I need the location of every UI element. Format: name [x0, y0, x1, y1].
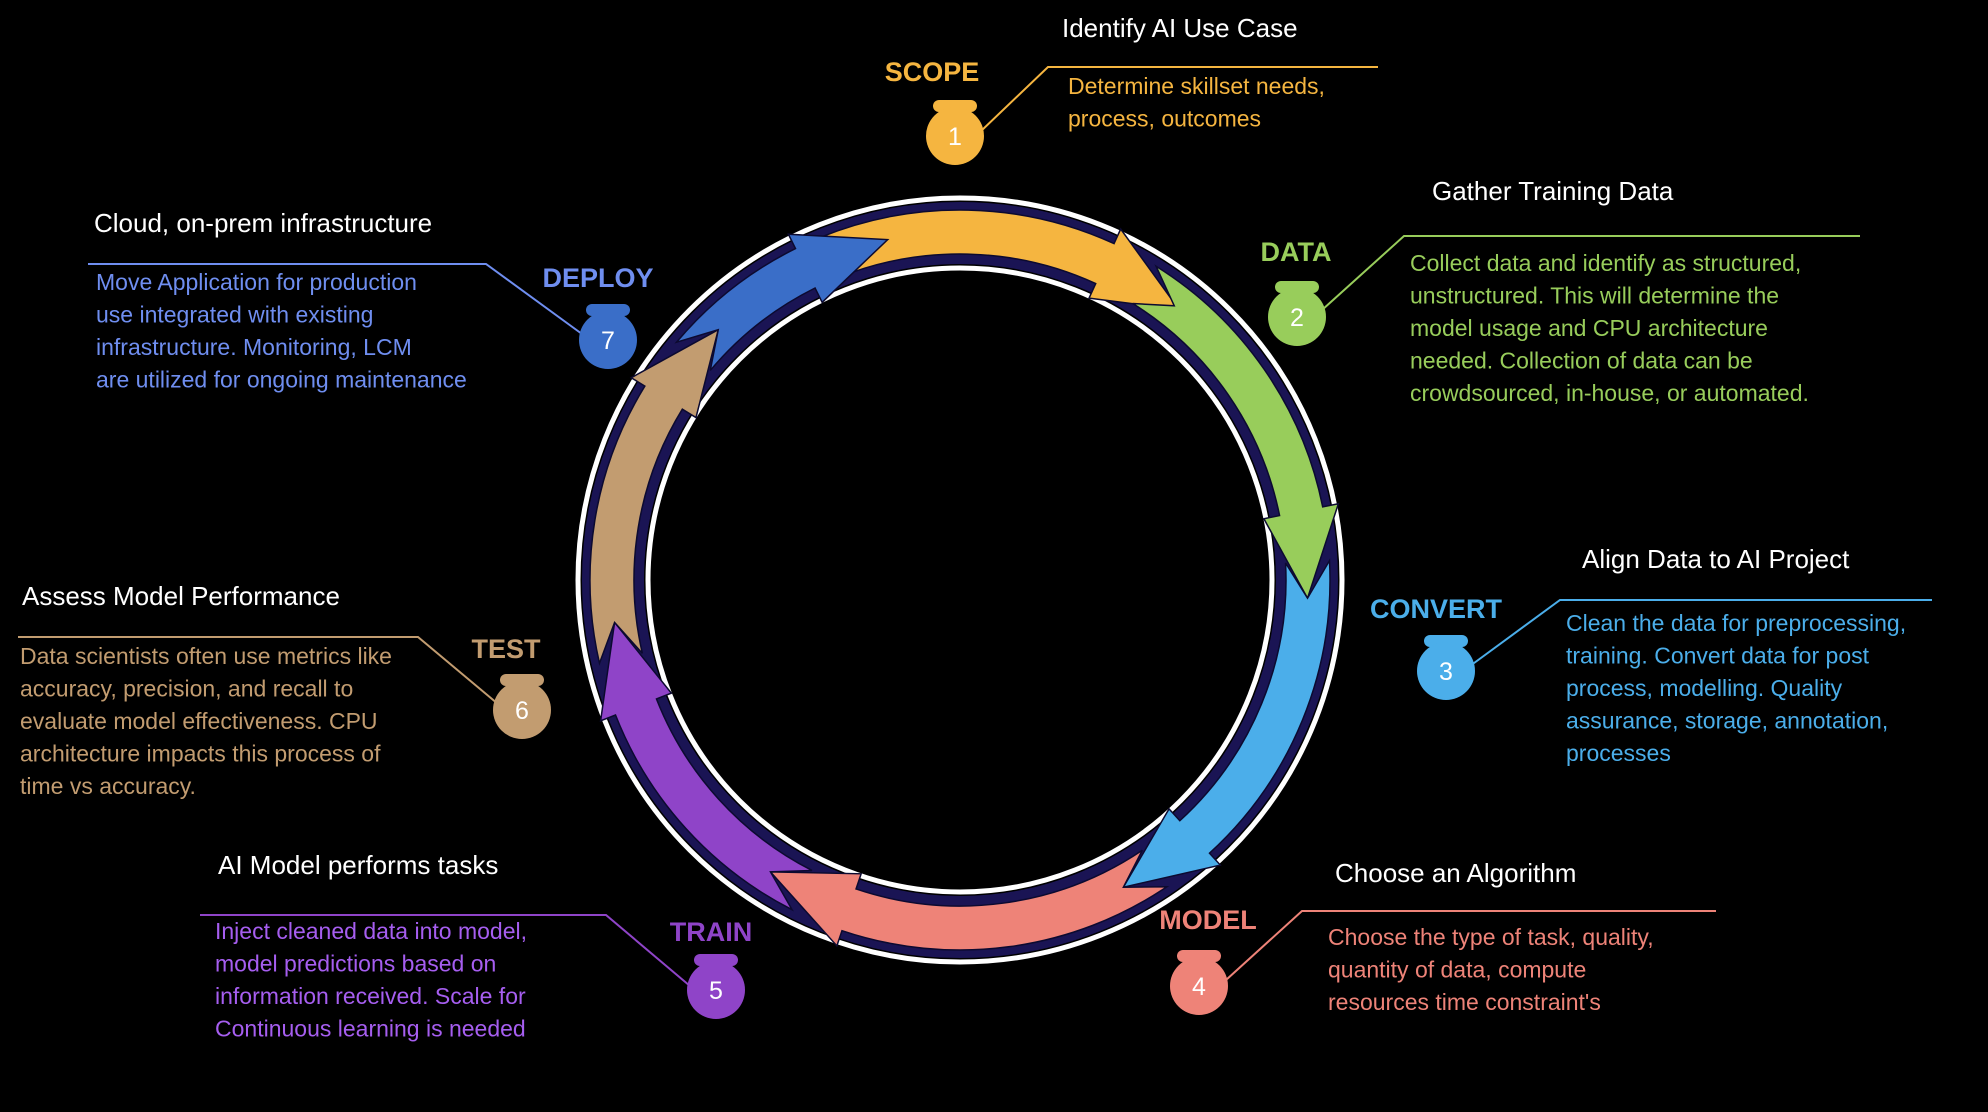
connector-deploy [88, 263, 583, 335]
stage-description-line: process, outcomes [1068, 106, 1261, 132]
badge-rim [1424, 635, 1468, 647]
badge-rim [933, 100, 977, 112]
stage-label: TEST [471, 634, 541, 664]
connector-train [200, 914, 691, 987]
cycle-arrow-data [1132, 264, 1340, 601]
badge-rim [500, 674, 544, 686]
stage-description-line: Choose the type of task, quality, [1328, 924, 1654, 950]
stage-label: DATA [1261, 237, 1332, 267]
stage-description-line: Data scientists often use metrics like [20, 643, 392, 669]
connector-lines [18, 66, 1932, 987]
stage-description-line: accuracy, precision, and recall to [20, 676, 353, 702]
stage-label: MODEL [1159, 905, 1257, 935]
cycle-arrow-test [589, 328, 720, 666]
stage-heading: Gather Training Data [1432, 176, 1674, 206]
stage-description-line: evaluate model effectiveness. CPU [20, 708, 378, 734]
stage-deploy: 7 DEPLOY Cloud, on-prem infrastructureMove… [94, 208, 654, 393]
step-number: 7 [601, 327, 615, 355]
stage-description-line: resources time constraint's [1328, 989, 1601, 1015]
cycle-arrow-train [599, 620, 813, 912]
stage-heading: Align Data to AI Project [1582, 544, 1850, 574]
connector-scope [979, 66, 1378, 133]
step-badge-3 [1417, 642, 1475, 700]
stage-description-line: model predictions based on [215, 951, 496, 977]
badge-rim [694, 954, 738, 966]
step-number: 5 [709, 977, 723, 1005]
stage-description-line: Determine skillset needs, [1068, 73, 1325, 99]
stage-description-line: time vs accuracy. [20, 773, 196, 799]
stage-heading: AI Model performs tasks [218, 850, 498, 880]
stage-heading: Assess Model Performance [22, 581, 340, 611]
stage-description-line: assurance, storage, annotation, [1566, 708, 1888, 734]
connector-data [1321, 235, 1860, 311]
stage-heading: Cloud, on-prem infrastructure [94, 208, 432, 238]
stage-description-line: training. Convert data for post [1566, 643, 1870, 669]
step-badge-5 [687, 961, 745, 1019]
stage-description-line: Inject cleaned data into model, [215, 918, 527, 944]
stage-description-line: model usage and CPU architecture [1410, 315, 1768, 341]
stage-description-line: process, modelling. Quality [1566, 675, 1843, 701]
stage-description-line: infrastructure. Monitoring, LCM [96, 334, 412, 360]
stage-label: TRAIN [670, 917, 753, 947]
step-badge-6 [493, 681, 551, 739]
step-badge-2 [1268, 288, 1326, 346]
step-number: 2 [1290, 304, 1304, 332]
stage-description-line: information received. Scale for [215, 983, 526, 1009]
stage-description-line: use integrated with existing [96, 302, 373, 328]
stage-heading: Identify AI Use Case [1062, 13, 1298, 43]
ring-inner-outline [645, 265, 1275, 895]
stage-label: SCOPE [885, 57, 980, 87]
stage-description-line: architecture impacts this process of [20, 741, 381, 767]
stage-label: DEPLOY [542, 263, 653, 293]
cycle-arrow-deploy [674, 233, 890, 371]
step-number: 6 [515, 697, 529, 725]
step-number: 3 [1439, 658, 1453, 686]
step-badge-1 [926, 107, 984, 165]
stage-heading: Choose an Algorithm [1335, 858, 1576, 888]
badge-rim [1177, 950, 1221, 962]
cycle-ring [575, 195, 1345, 965]
stage-description-line: Continuous learning is needed [215, 1016, 526, 1042]
stage-description-line: quantity of data, compute [1328, 957, 1586, 983]
stage-description-line: crowdsourced, in-house, or automated. [1410, 380, 1809, 406]
connector-model [1225, 910, 1716, 981]
cycle-arrow-convert [1121, 558, 1331, 889]
badge-rim [1275, 281, 1319, 293]
badge-rim [586, 304, 630, 316]
stage-description-line: Clean the data for preprocessing, [1566, 610, 1906, 636]
connector-convert [1469, 599, 1932, 667]
stage-description-line: unstructured. This will determine the [1410, 283, 1779, 309]
step-badge-7 [579, 311, 637, 369]
step-number: 1 [948, 123, 962, 151]
connector-test [18, 636, 499, 705]
step-number: 4 [1192, 973, 1206, 1001]
stage-description-line: Move Application for production [96, 269, 417, 295]
stage-label: CONVERT [1370, 594, 1503, 624]
step-badge-4 [1170, 957, 1228, 1015]
stage-description-line: processes [1566, 740, 1671, 766]
stage-description-line: needed. Collection of data can be [1410, 348, 1753, 374]
stage-description-line: are utilized for ongoing maintenance [96, 367, 467, 393]
ring-outer-outline [575, 195, 1345, 965]
stage-description-line: Collect data and identify as structured, [1410, 250, 1801, 276]
